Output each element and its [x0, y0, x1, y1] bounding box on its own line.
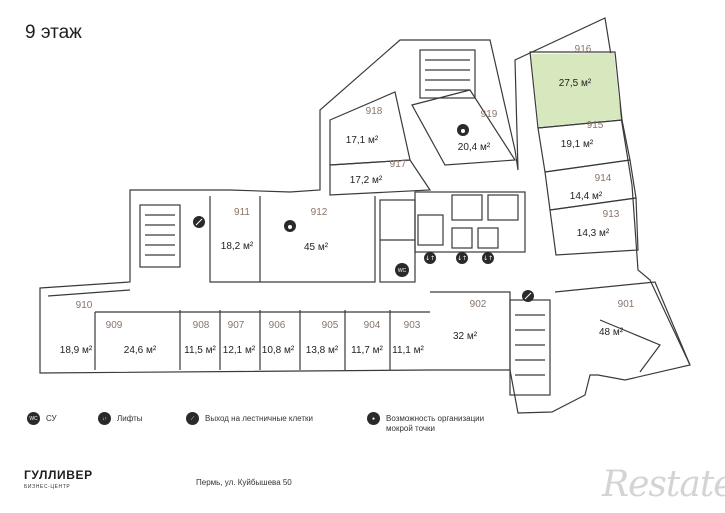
room-area-913: 14,3 м² — [577, 228, 610, 239]
room-area-910: 18,9 м² — [60, 345, 93, 356]
water-drop-icon: ● — [367, 412, 380, 425]
room-number-915: 915 — [587, 120, 604, 131]
legend-label: Возможность организации мокрой точки — [386, 414, 485, 433]
brand-subtitle: БИЗНЕС-ЦЕНТР — [24, 484, 71, 490]
stairs-icon — [193, 216, 205, 228]
room-number-907: 907 — [228, 320, 245, 331]
room-number-918: 918 — [366, 106, 383, 117]
legend-item-lifts: ↓↑ Лифты — [98, 412, 143, 425]
room-area-901: 48 м² — [599, 327, 624, 338]
room-area-905: 13,8 м² — [306, 345, 339, 356]
stairs-icon: ⟋ — [186, 412, 199, 425]
legend-label: Выход на лестничные клетки — [205, 414, 313, 423]
room-916-highlight — [531, 53, 621, 127]
water-drop-icon — [284, 220, 296, 232]
lift-icon: ↓↑ — [482, 252, 494, 264]
room-area-904: 11,7 м² — [351, 345, 383, 356]
wc-icon: WC — [27, 412, 40, 425]
floor-title: 9 этаж — [25, 22, 82, 43]
water-drop-icon — [457, 124, 469, 136]
legend-label: СУ — [46, 414, 57, 423]
watermark-logo: Restate — [602, 464, 725, 505]
legend-item-stairs: ⟋ Выход на лестничные клетки — [186, 412, 313, 425]
legend-item-wc: WC СУ — [27, 412, 57, 425]
room-area-917: 17,2 м² — [350, 175, 383, 186]
room-area-906: 10,8 м² — [262, 345, 295, 356]
room-area-903: 11,1 м² — [392, 345, 424, 356]
room-number-911: 911 — [234, 207, 250, 218]
stairs-icon — [522, 290, 534, 302]
outer-wall-west-wing — [39, 17, 691, 414]
legend-label: Лифты — [117, 414, 143, 423]
room-number-914: 914 — [595, 173, 612, 184]
room-area-908: 11,5 м² — [184, 345, 216, 356]
room-area-912: 45 м² — [304, 242, 329, 253]
room-number-919: 919 — [481, 109, 498, 120]
room-number-908: 908 — [193, 320, 210, 331]
address: Пермь, ул. Куйбышева 50 — [196, 478, 292, 487]
room-area-919: 20,4 м² — [458, 142, 491, 153]
svg-text:↓↑: ↓↑ — [425, 255, 435, 262]
room-number-913: 913 — [603, 209, 620, 220]
wc-icon-label: WC — [398, 268, 407, 274]
wc-icon: WC — [395, 263, 409, 277]
room-number-904: 904 — [364, 320, 381, 331]
room-number-910: 910 — [76, 300, 93, 311]
room-area-914: 14,4 м² — [570, 191, 603, 202]
room-number-905: 905 — [322, 320, 339, 331]
room-number-903: 903 — [404, 320, 421, 331]
room-number-901: 901 — [618, 299, 635, 310]
room-area-915: 19,1 м² — [561, 139, 594, 150]
room-area-911: 18,2 м² — [221, 241, 254, 252]
lift-icon: ↓↑ — [424, 252, 436, 264]
lift-icon: ↓↑ — [456, 252, 468, 264]
room-number-916: 916 — [575, 44, 592, 55]
legend-item-water: ● Возможность организации мокрой точки — [367, 412, 507, 434]
brand-name: ГУЛЛИВЕР — [24, 468, 93, 482]
room-area-916: 27,5 м² — [559, 78, 592, 89]
room-number-909: 909 — [106, 320, 123, 331]
room-area-918: 17,1 м² — [346, 135, 379, 146]
room-number-917: 917 — [390, 159, 407, 170]
svg-text:↓↑: ↓↑ — [457, 255, 467, 262]
svg-text:↓↑: ↓↑ — [483, 255, 493, 262]
room-number-912: 912 — [311, 207, 328, 218]
lift-icon: ↓↑ — [98, 412, 111, 425]
room-number-902: 902 — [470, 299, 487, 310]
room-area-909: 24,6 м² — [124, 345, 157, 356]
room-area-902: 32 м² — [453, 331, 478, 342]
room-area-907: 12,1 м² — [223, 345, 256, 356]
room-number-906: 906 — [269, 320, 286, 331]
inner-wall-west-wing — [47, 289, 430, 370]
